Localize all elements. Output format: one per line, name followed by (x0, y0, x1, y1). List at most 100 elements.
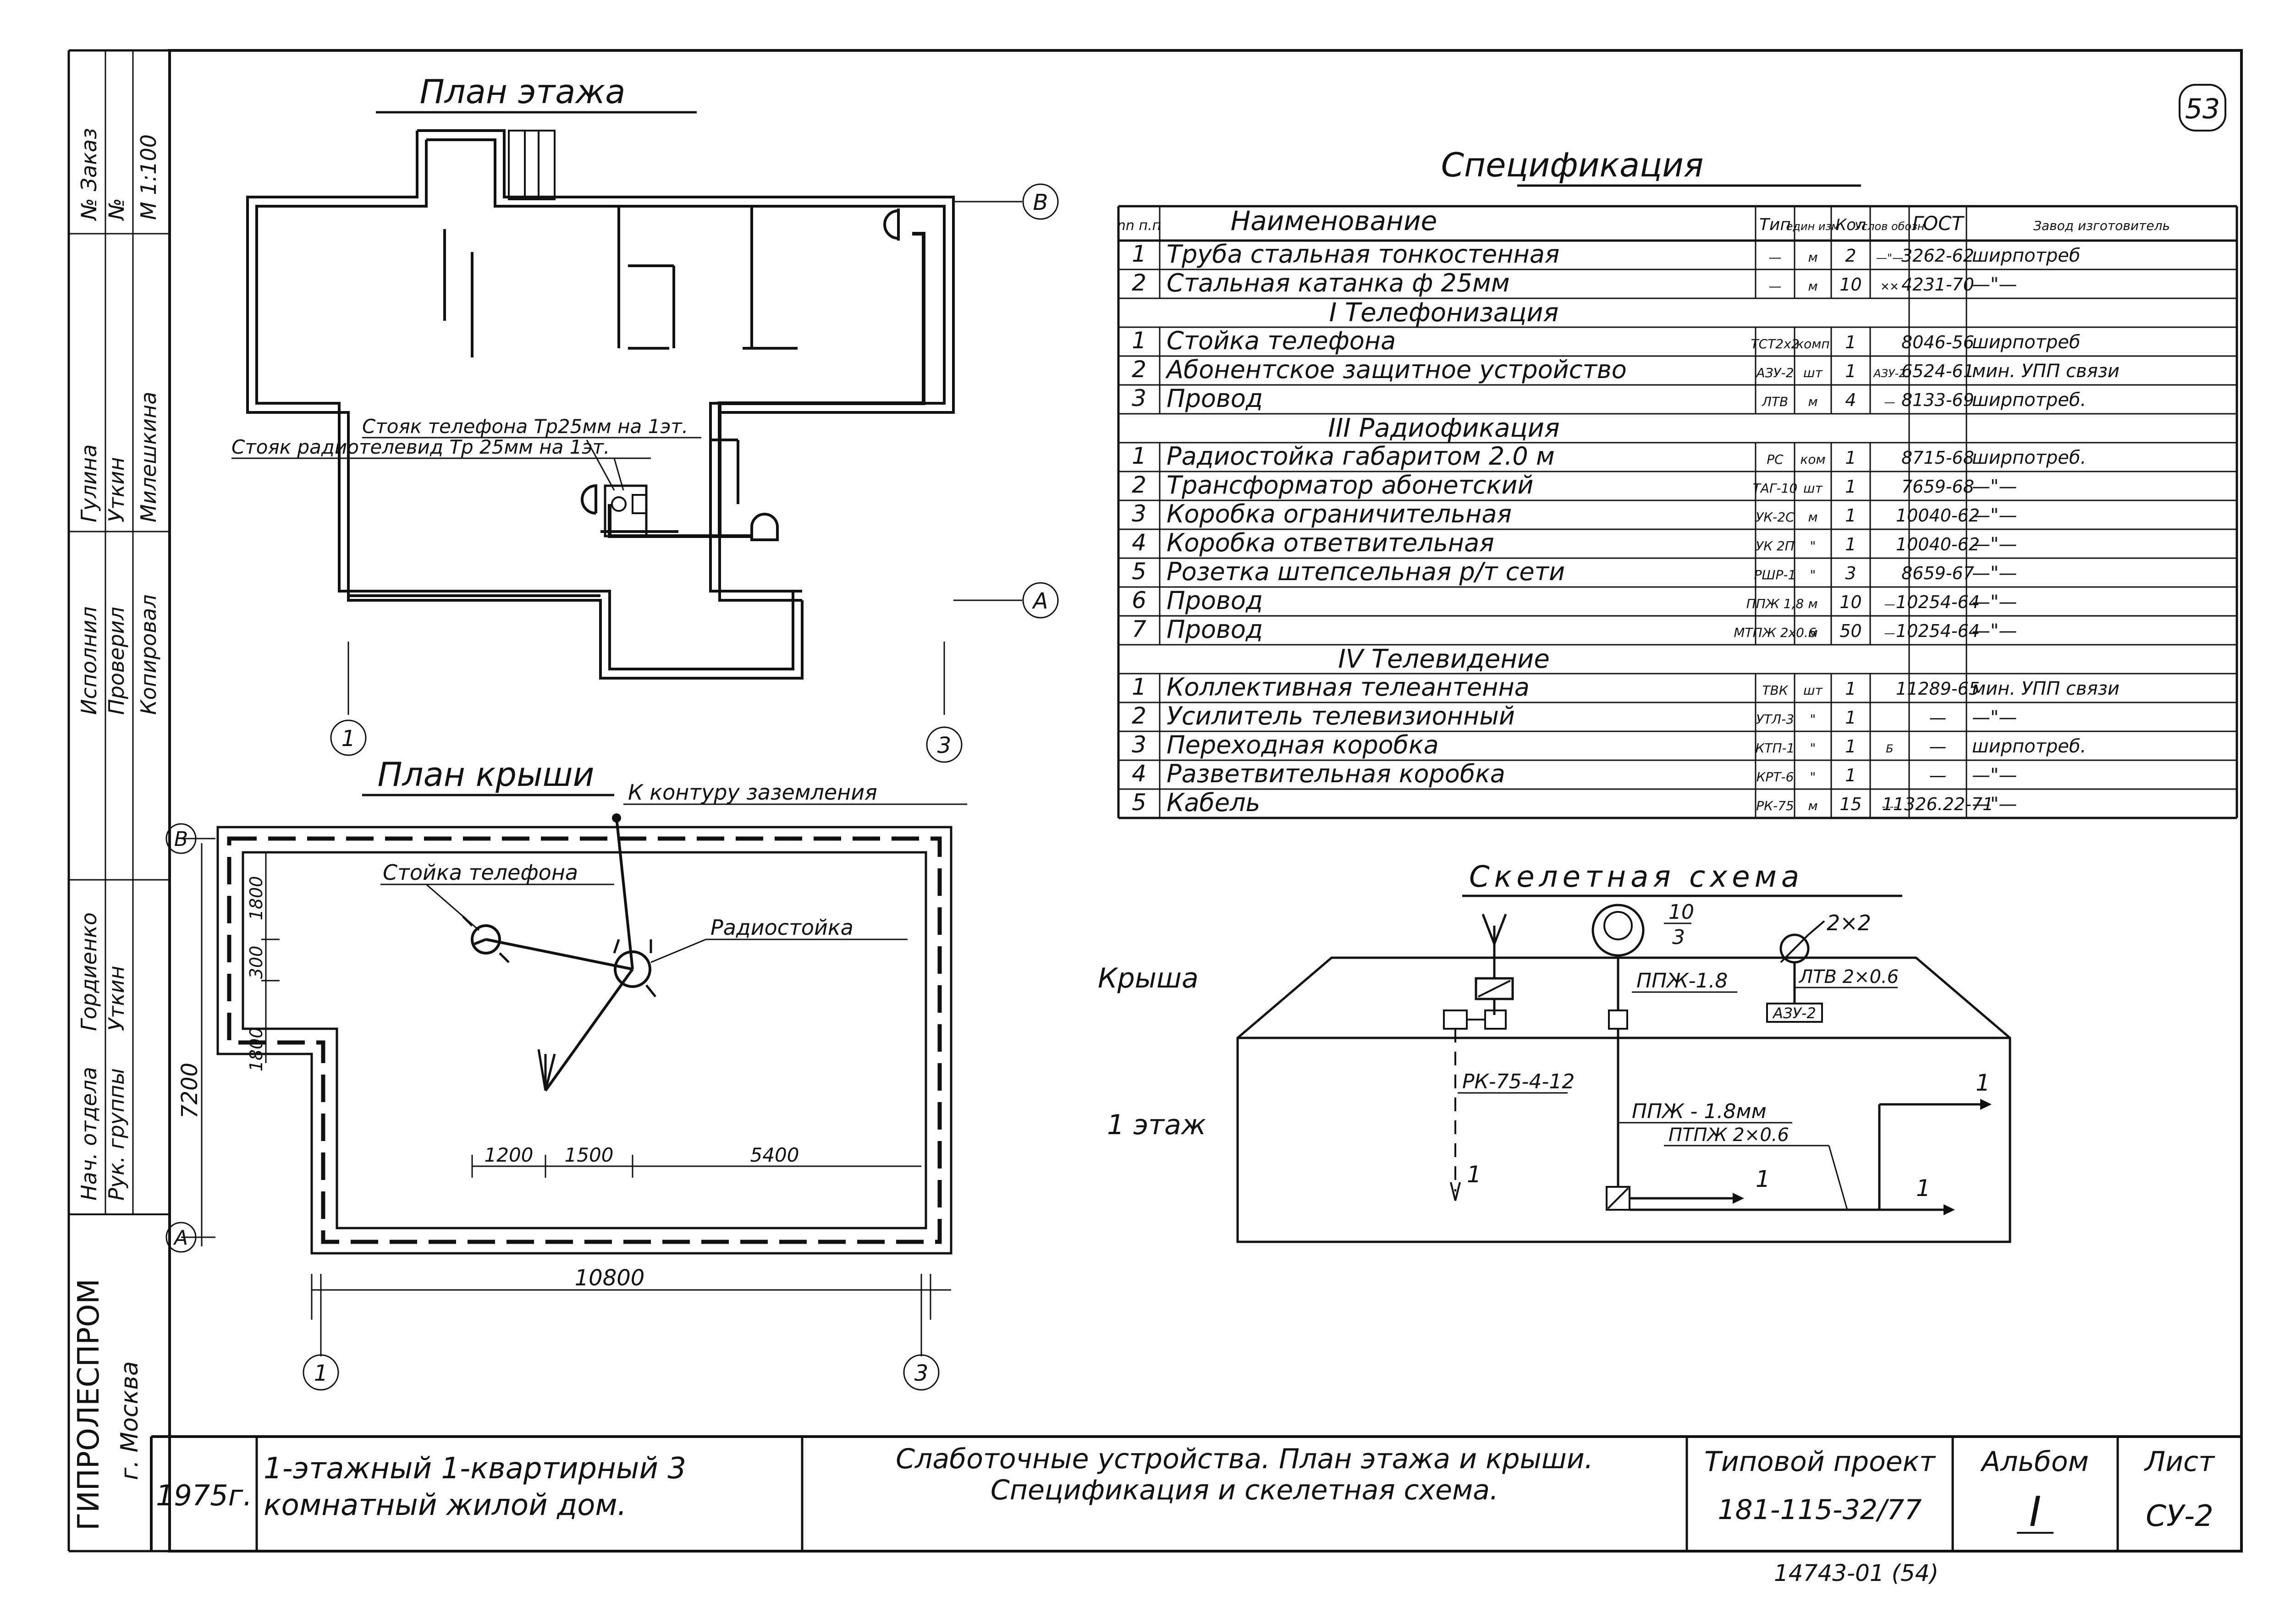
spec-cell: 1 (1132, 674, 1146, 700)
footer-stamp: 14743-01 (54) (1774, 1560, 1938, 1586)
title-content-wrap: Слаботочные устройства. План этажа и кры… (896, 1443, 1593, 1506)
spec-cell: 50 (1839, 621, 1861, 641)
spec-cell-name: Радиостойка габаритом 2.0 м (1167, 442, 1555, 471)
spec-cell-name: Кабель (1167, 788, 1260, 817)
spec-cell: 1 (1845, 679, 1856, 699)
note-phone-riser: Стояк телефона Тр25мм на 1эт. (362, 415, 688, 438)
spec-cell: 10040-62 (1896, 534, 1980, 554)
radio-post-label: Радиостойка (710, 915, 853, 940)
floor-axis-a: А (1032, 588, 1048, 614)
spec-cell-name: Разветвительная коробка (1167, 759, 1505, 788)
radio-post-symbol-icon (1591, 904, 1645, 957)
spec-cell: — (1884, 396, 1895, 409)
phone-pair-label: 2×2 (1827, 911, 1871, 935)
sheet-code: СУ-2 (2146, 1499, 2213, 1533)
spec-cell-maker: ширпотреб (1972, 332, 2081, 353)
stamp-role-1: Исполнил (77, 606, 101, 715)
project-label: Типовой проект (1704, 1446, 1936, 1478)
spec-cell: — (1884, 598, 1895, 611)
note-radio-riser: Стояк радиотелевид Тр 25мм на 1эт. (231, 436, 610, 458)
spec-cell: РШР-1 (1754, 567, 1796, 582)
stamp-role-4: Нач. отдела (77, 1067, 101, 1201)
spec-cell: МТПЖ 2х0.6 (1734, 625, 1816, 640)
roof-axis-3: 3 (914, 1361, 929, 1386)
phone-post-label: Стойка телефона (383, 860, 578, 885)
sheet-number-badge: 53 (2179, 84, 2226, 132)
spec-cell: — (1929, 708, 1947, 728)
dim-height: 7200 (177, 1063, 203, 1119)
radio-post-icon (613, 939, 656, 998)
spec-cell: 2 (1132, 472, 1146, 498)
spec-cell: 10 (1839, 592, 1861, 612)
spec-cell: м (1808, 279, 1817, 294)
dim-1500: 1500 (565, 1144, 614, 1166)
dim-total-width: 10800 (575, 1265, 645, 1291)
spec-cell: " (1810, 712, 1816, 727)
spec-cell: 7659-68 (1901, 477, 1974, 497)
spec-cell: 3 (1132, 500, 1146, 527)
title-building-wrap: 1-этажный 1-квартирный 3 комнатный жилой… (264, 1452, 686, 1522)
floor-plan-title: План этажа (420, 72, 626, 111)
spec-header: Наименование (1231, 205, 1437, 236)
roof-axis-b: В (174, 828, 188, 851)
spec-cell-name: Провод (1167, 586, 1263, 615)
tv-antenna-icon (537, 1049, 556, 1091)
spec-cell: 1 (1845, 765, 1856, 785)
dim-5400: 5400 (750, 1144, 799, 1166)
spec-table-grid (1117, 205, 2238, 819)
spec-cell-maker: мин. УПП связи (1972, 361, 2120, 382)
spec-cell: Б (1886, 742, 1893, 755)
skeleton-title: Скелетная схема (1469, 860, 1804, 894)
spec-cell: 8659-67 (1901, 563, 1974, 583)
spec-cell: 1 (1132, 443, 1146, 469)
amplifier-icon (1475, 977, 1514, 1000)
dim-300: 300 (246, 946, 266, 979)
spec-cell: шт (1803, 683, 1823, 698)
spec-cell: 1 (1132, 327, 1146, 354)
spec-cell-maker: —"— (1972, 765, 2017, 786)
spec-header: Кол (1835, 216, 1866, 234)
spec-cell: шт (1803, 365, 1823, 380)
spec-cell-maker: —"— (1972, 707, 2017, 728)
spec-header: Услов обозн (1855, 220, 1924, 233)
title-block: 1975г. 1-этажный 1-квартирный 3 комнатны… (150, 1435, 2241, 1551)
spec-cell-name: Стойка телефона (1167, 326, 1396, 355)
spec-cell-name: Стальная катанка ф 25мм (1167, 269, 1510, 297)
spec-cell: ✕✕ (1880, 280, 1899, 293)
stamp-person-3: Милешкина (136, 392, 161, 522)
spec-header: ГОСТ (1912, 212, 1965, 235)
spec-cell: м (1808, 596, 1817, 611)
spec-cell: — (1769, 250, 1782, 265)
spec-cell-maker: ширпотреб. (1972, 736, 2086, 757)
azu-box-icon (1766, 1003, 1823, 1023)
spec-cell: 10254-64 (1896, 621, 1980, 641)
spec-cell: 1 (1845, 534, 1856, 554)
spec-cell-name: Коробка ответвительная (1167, 528, 1494, 557)
spec-cell: комп (1796, 336, 1829, 351)
socket-mark-3: 1 (1976, 1070, 1990, 1096)
ppzh-top-label: ППЖ-1.8 (1636, 969, 1728, 993)
spec-cell: 10 (1839, 274, 1861, 295)
spec-cell: 4 (1132, 760, 1146, 787)
socket-icon (750, 513, 779, 541)
floor-axis-3: 3 (937, 733, 952, 758)
spec-cell: —"— (1876, 252, 1903, 264)
album-label: Альбом (1980, 1446, 2089, 1478)
spec-cell: УК-2С (1756, 510, 1795, 525)
spec-cell-name: Провод (1167, 384, 1263, 413)
spec-cell: " (1810, 538, 1816, 554)
roof-plan: План крыши К контуру заземле (165, 755, 967, 1391)
spec-cell: КРТ-6 (1756, 769, 1794, 785)
roof-axis-1: 1 (314, 1361, 328, 1386)
azu-label: АЗУ-2 (1772, 1004, 1816, 1022)
stamp-person-1: Гулина (77, 444, 101, 522)
spec-cell: ---- (1882, 800, 1898, 813)
spec-cell: РС (1767, 452, 1784, 467)
socket-mark-1: 1 (1756, 1166, 1770, 1192)
spec-header: Тип (1759, 215, 1791, 234)
spec-cell: 1 (1845, 736, 1856, 757)
spec-cell: " (1810, 741, 1816, 756)
spec-cell: 1 (1845, 505, 1856, 526)
ground-note: К контуру заземления (628, 780, 877, 805)
